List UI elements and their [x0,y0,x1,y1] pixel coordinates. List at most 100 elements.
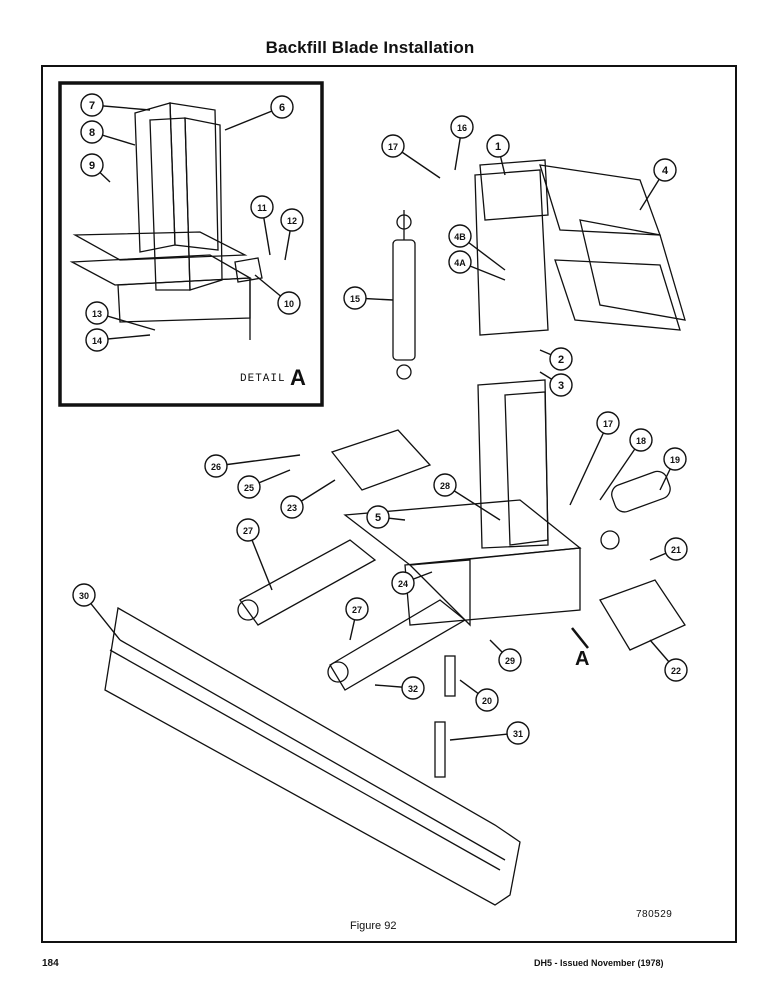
callout-leader [569,422,609,506]
callout-number: 27 [352,605,362,615]
callout-circle [85,328,109,352]
callout-number: 7 [89,100,95,112]
callout-circle [506,721,530,745]
callout-number: 21 [671,545,681,555]
callout-number: 20 [482,696,492,706]
callout-number: 4 [662,165,669,177]
mounting-frame [474,159,686,336]
callout-circle [280,208,304,232]
callout-circle [549,373,573,397]
detail-letter: A [290,365,306,390]
callout-circle [498,648,522,672]
callout-number: 26 [211,462,221,472]
plate-22 [599,579,686,651]
callout-circle [549,347,573,371]
callout-number: 15 [350,294,360,304]
figure-frame [41,65,737,943]
callout-circle [391,571,415,595]
lower-mast [477,379,549,549]
callout-circle [664,537,688,561]
callout-circle [270,95,294,119]
callout-number: 19 [670,455,680,465]
callout-circle [72,583,96,607]
figure-caption: Figure 92 [350,920,397,932]
callout-number: 6 [279,102,285,114]
callout-circle [486,134,510,158]
drawing-number: 780529 [636,909,673,920]
callout-number: 13 [92,309,102,319]
callout-number: 29 [505,656,515,666]
callout-number: 24 [398,579,408,589]
callout-circle [366,505,390,529]
base-plate [343,499,582,627]
callout-number: 5 [375,512,381,524]
callout-number: 8 [89,127,95,139]
callout-circle [663,447,687,471]
callout-number: 17 [388,142,398,152]
callout-circle [401,676,425,700]
callout-circle [280,495,304,519]
callout-number: 18 [636,436,646,446]
callout-circle [450,115,474,139]
callout-number: 27 [243,526,253,536]
callout-number: 14 [92,336,102,346]
callout-circle [629,428,653,452]
callout-circle [664,658,688,682]
callout-number: 4B [454,232,466,242]
callout-circle [448,224,472,248]
callout-number: 11 [257,203,267,213]
view-arrow-letter: A [575,648,590,670]
arm-27-lower-bushing [327,661,349,683]
callout-number: 2 [558,354,564,366]
callout-circle [237,475,261,499]
callout-number: 16 [457,123,467,133]
callout-circle [596,411,620,435]
callout-number: 23 [287,503,297,513]
callout-number: 32 [408,684,418,694]
arm-27-upper [239,539,377,626]
callout-leader [215,454,301,467]
callout-circle [236,518,260,542]
callout-number: 30 [79,591,89,601]
page-number: 184 [42,958,59,969]
callout-circle [345,597,369,621]
pin-20 [444,655,456,697]
callout-circle [343,286,367,310]
callout-number: 31 [513,729,523,739]
callout-circle [475,688,499,712]
callout-number: 12 [287,216,297,226]
detail-bracket-assembly [69,102,263,340]
callout-circle [204,454,228,478]
callout-number: 10 [284,299,294,309]
page-title: Backfill Blade Installation [265,38,475,57]
cylinder-19 [600,470,671,550]
plate-23 [330,429,432,491]
callout-leader [599,439,642,501]
hydraulic-cylinder [392,210,416,380]
pin-31 [434,721,446,778]
callout-circle [250,195,274,219]
callout-number: 25 [244,483,254,493]
callout-number: 28 [440,481,450,491]
callout-number: 3 [558,380,564,392]
issue-date: DH5 - Issued November (1978) [534,958,664,968]
callout-circle [277,291,301,315]
callout-number: 4A [454,258,466,268]
callout-circle [433,473,457,497]
callout-circle [381,134,405,158]
arm-27-upper-bushing [237,599,259,621]
detail-label: DETAIL [240,373,286,385]
backfill-blade [104,606,521,906]
callout-circle [448,250,472,274]
callout-circle [80,120,104,144]
callout-number: 1 [495,141,501,153]
callout-number: 17 [603,419,613,429]
callout-number: 9 [89,160,95,172]
callout-circle [80,153,104,177]
callout-number: 22 [671,666,681,676]
callout-circle [85,301,109,325]
view-arrow [571,627,589,649]
callout-circle [653,158,677,182]
callout-circle [80,93,104,117]
